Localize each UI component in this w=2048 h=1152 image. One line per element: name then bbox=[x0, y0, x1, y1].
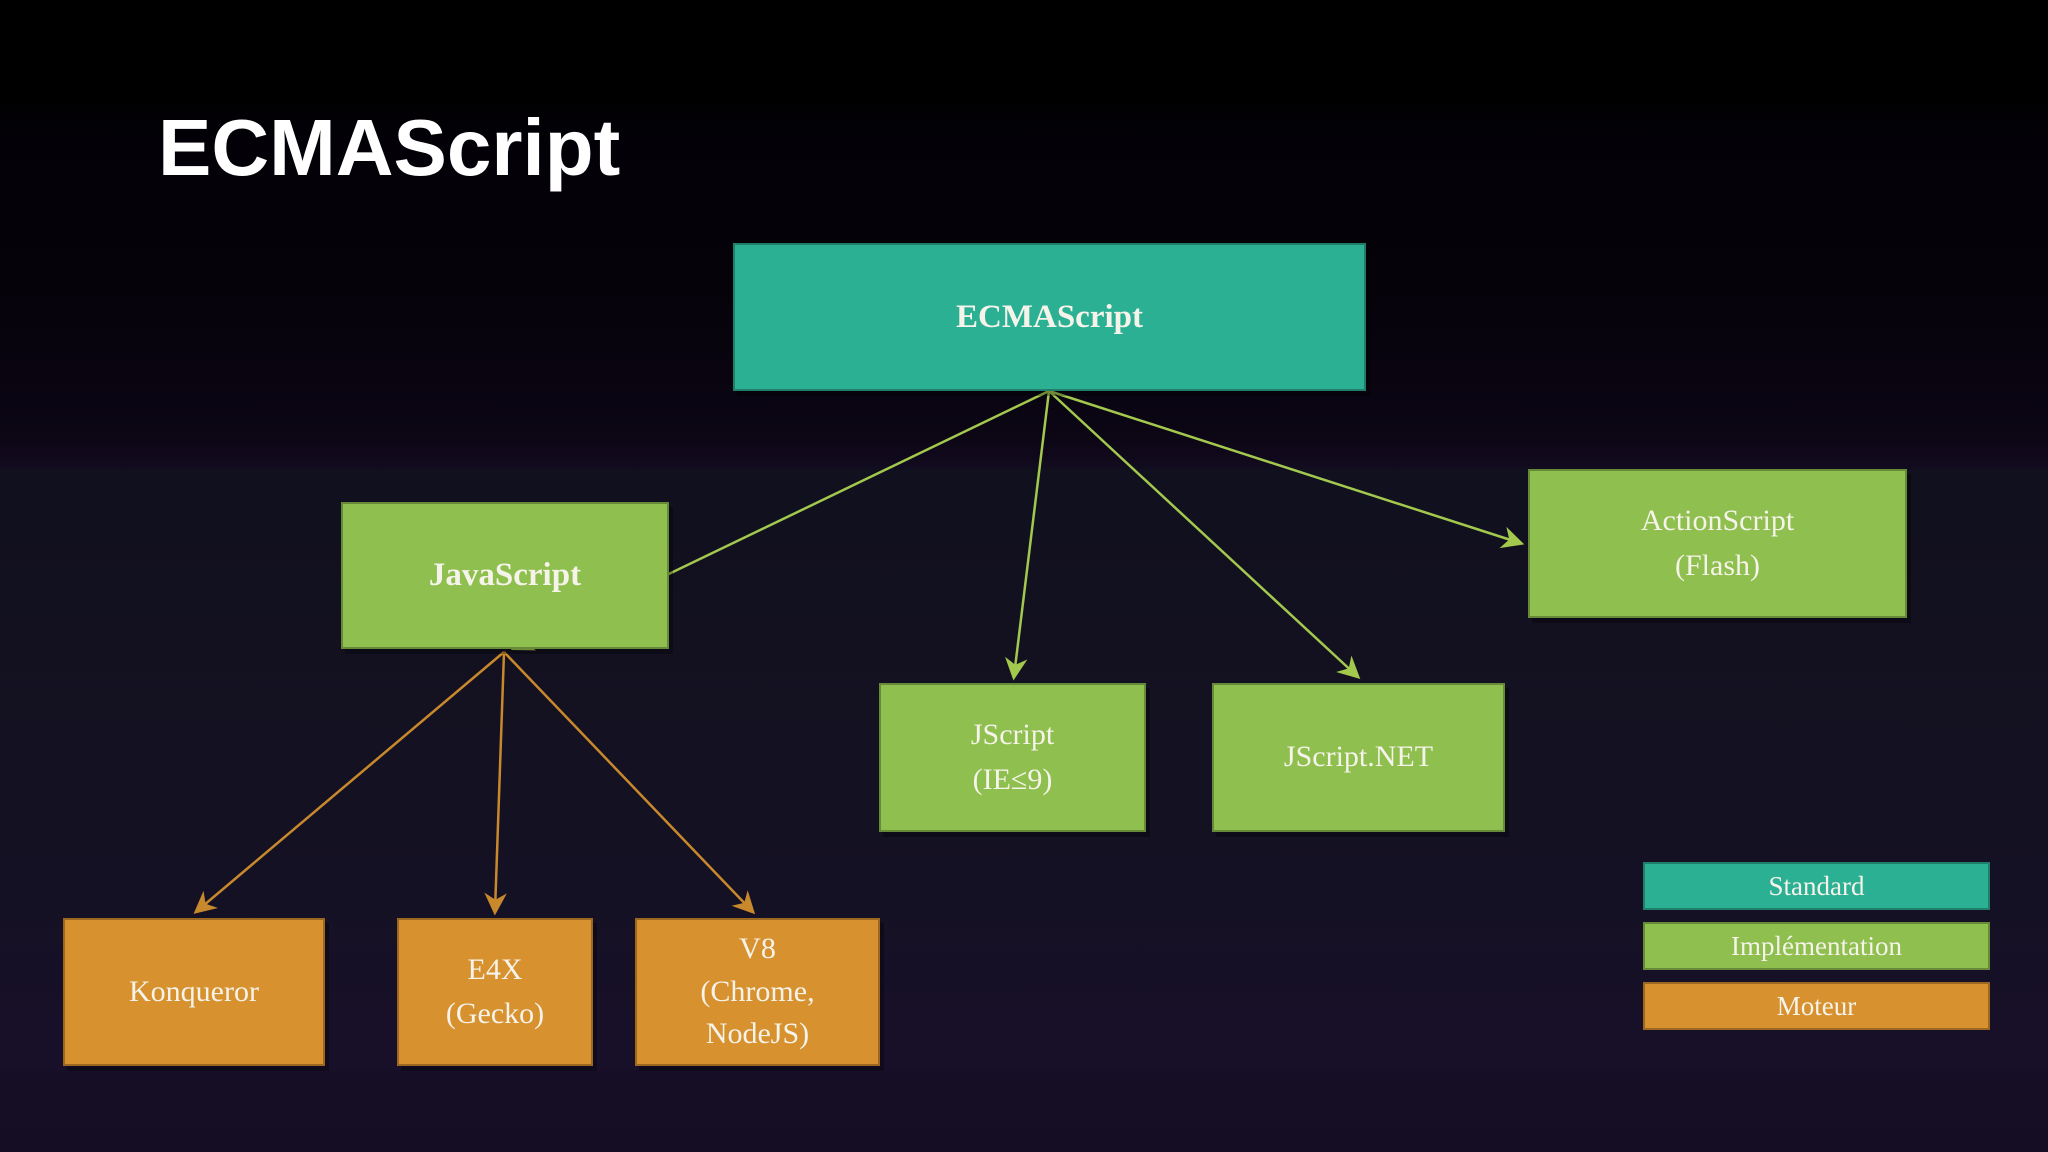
node-jscript: JScript (IE≤9) bbox=[879, 683, 1146, 832]
edge-ecmascript-jscriptnet bbox=[1048, 390, 1361, 680]
slide-title: ECMAScript bbox=[158, 103, 621, 192]
legend: Standard Implémentation Moteur bbox=[1643, 862, 1990, 1042]
node-actionscript: ActionScript (Flash) bbox=[1528, 469, 1907, 618]
edge-javascript-e4x bbox=[484, 651, 507, 916]
node-v8: V8 (Chrome, NodeJS) bbox=[635, 918, 880, 1066]
edge-ecmascript-jscript bbox=[1005, 390, 1051, 681]
legend-item-engine: Moteur bbox=[1643, 982, 1990, 1030]
node-ecmascript: ECMAScript bbox=[733, 243, 1366, 391]
edge-ecmascript-actionscript bbox=[1048, 389, 1525, 549]
legend-item-standard: Standard bbox=[1643, 862, 1990, 910]
node-e4x: E4X (Gecko) bbox=[397, 918, 593, 1066]
node-konqueror: Konqueror bbox=[63, 918, 325, 1066]
node-jscript-net: JScript.NET bbox=[1212, 683, 1505, 832]
edge-javascript-konqueror bbox=[193, 651, 505, 914]
edge-javascript-v8 bbox=[503, 651, 756, 915]
node-javascript: JavaScript bbox=[341, 502, 669, 649]
legend-item-implementation: Implémentation bbox=[1643, 922, 1990, 970]
